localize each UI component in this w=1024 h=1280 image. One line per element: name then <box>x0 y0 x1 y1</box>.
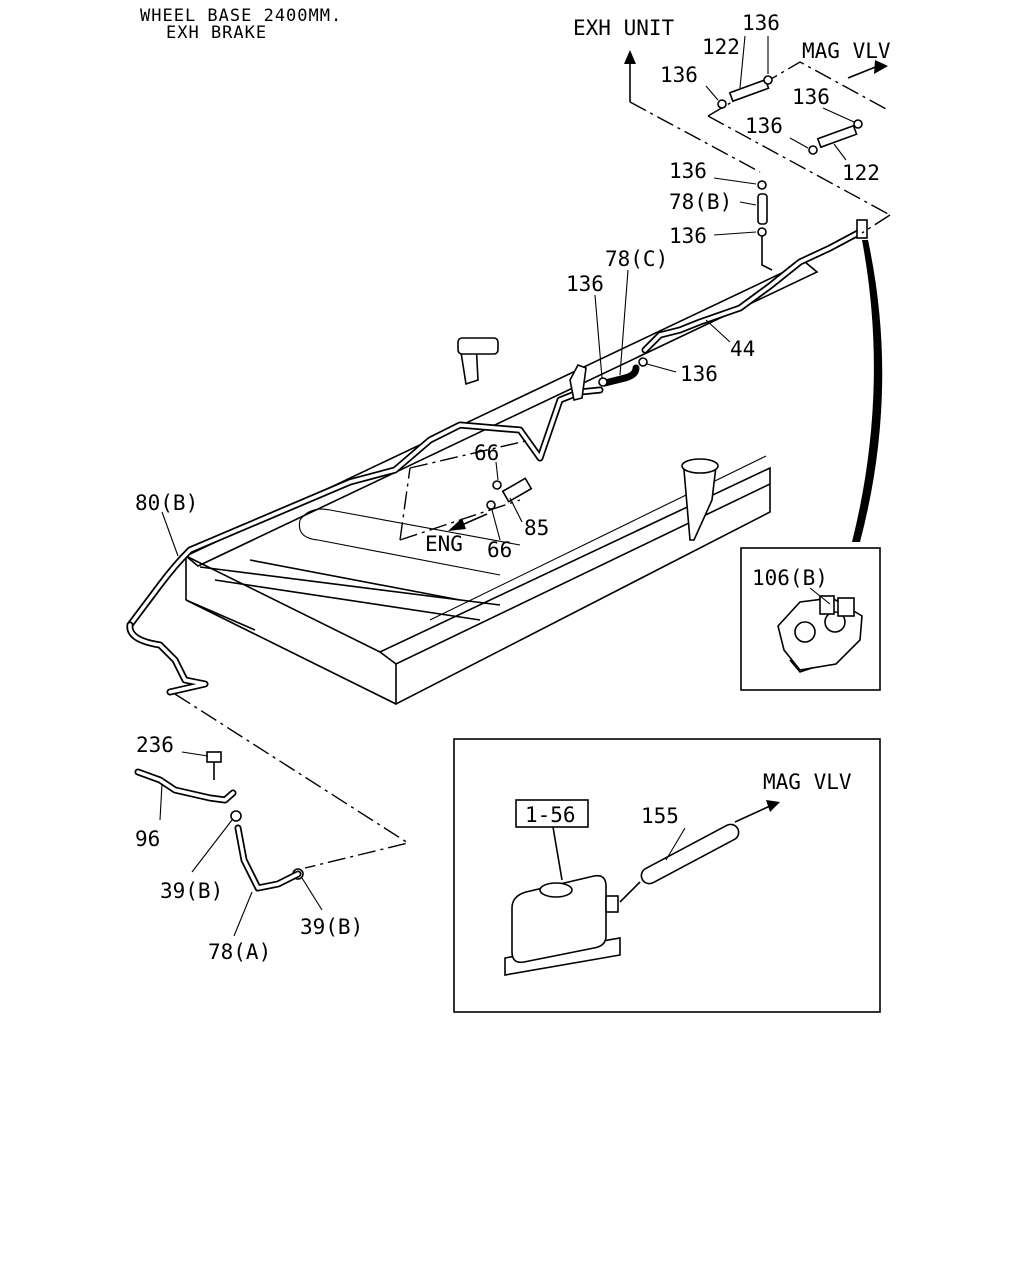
callout-136-f: 136 <box>669 224 707 248</box>
reference-box-frame <box>515 799 589 828</box>
callout-136-e: 136 <box>669 159 707 183</box>
callout-136-a: 136 <box>742 11 780 35</box>
callout-136-g: 136 <box>566 272 604 296</box>
callout-106b: 106(B) <box>752 566 828 590</box>
callout-85: 85 <box>524 516 549 540</box>
callout-136-h: 136 <box>680 362 718 386</box>
inset-leader-106 <box>852 240 883 542</box>
callout-136-c: 136 <box>792 85 830 109</box>
eng-connector-85 <box>448 477 533 531</box>
label-mag-vlv-inset: MAG VLV <box>763 770 852 794</box>
chassis-frame <box>184 261 819 706</box>
top-fittings <box>399 50 891 541</box>
label-eng: ENG <box>425 532 463 556</box>
callout-66-a: 66 <box>474 441 499 465</box>
header-exh-brake: EXH BRAKE <box>166 23 267 43</box>
callout-78b: 78(B) <box>669 190 732 214</box>
vacuum-pipe-44 <box>126 219 868 696</box>
lower-left-detail <box>134 693 410 892</box>
callout-78c: 78(C) <box>605 247 668 271</box>
label-exh-unit: EXH UNIT <box>573 16 675 40</box>
callout-136-b: 136 <box>660 63 698 87</box>
inset-box-106b <box>740 547 881 691</box>
reference-label-1-56: 1-56 <box>525 803 576 827</box>
callout-39b-a: 39(B) <box>160 879 223 903</box>
callout-136-d: 136 <box>745 114 783 138</box>
header-wheel-base: WHEEL BASE 2400MM. <box>140 6 342 26</box>
label-mag-vlv-top: MAG VLV <box>802 39 891 63</box>
inset-box-1-56 <box>453 738 881 1013</box>
callout-122-a: 122 <box>702 35 740 59</box>
callout-122-b: 122 <box>842 161 880 185</box>
callout-236: 236 <box>136 733 174 757</box>
callout-78a: 78(A) <box>208 940 271 964</box>
callout-155: 155 <box>641 804 679 828</box>
callout-96: 96 <box>135 827 160 851</box>
callout-44: 44 <box>730 337 755 361</box>
callout-39b-b: 39(B) <box>300 915 363 939</box>
callout-66-b: 66 <box>487 538 512 562</box>
leader-lines <box>159 35 855 937</box>
callout-80b: 80(B) <box>135 491 198 515</box>
